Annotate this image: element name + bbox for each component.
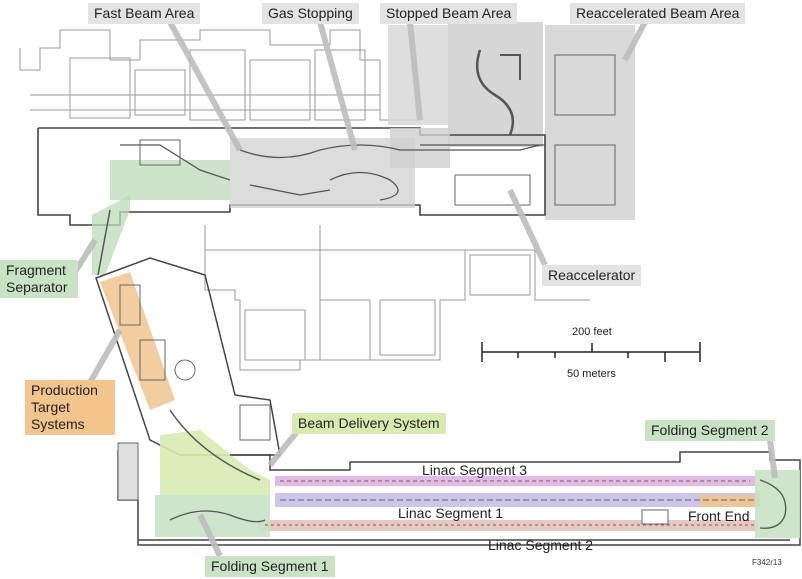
- label-fragment-separator: Fragment Separator: [0, 260, 78, 298]
- label-beam-delivery-system: Beam Delivery System: [292, 413, 446, 434]
- label-production-target-line1: Production: [31, 382, 98, 398]
- label-linac-segment-1: Linac Segment 1: [398, 505, 504, 521]
- scale-meters-label: 50 meters: [567, 368, 616, 380]
- reaccel-zone-a: [448, 22, 543, 147]
- fragment-separator-start: [110, 160, 230, 200]
- scale-bar: [481, 342, 701, 362]
- label-fragment-separator-line1: Fragment: [6, 262, 66, 278]
- gas-stopping-zone: [230, 138, 415, 208]
- label-linac-segment-3: Linac Segment 3: [422, 462, 528, 478]
- figure-id: F342r13: [752, 558, 782, 567]
- folding-segment-1-zone: [155, 495, 270, 537]
- experimental-hall-outline: [19, 29, 420, 121]
- label-folding-segment-1: Folding Segment 1: [205, 556, 335, 577]
- label-reaccelerator: Reaccelerator: [542, 265, 642, 286]
- label-fragment-separator-line2: Separator: [6, 279, 68, 295]
- label-folding-segment-2: Folding Segment 2: [645, 420, 775, 441]
- label-front-end: Front End: [688, 508, 750, 524]
- label-production-target-line3: Systems: [31, 416, 85, 432]
- label-stopped-beam-area: Stopped Beam Area: [380, 3, 518, 24]
- office-block: [204, 225, 590, 371]
- label-fast-beam-area: Fast Beam Area: [88, 3, 201, 24]
- label-production-target-line2: Target: [31, 399, 70, 415]
- label-linac-segment-2: Linac Segment 2: [488, 537, 594, 553]
- label-gas-stopping: Gas Stopping: [262, 3, 359, 24]
- production-target-zone: [100, 272, 175, 410]
- scale-feet-label: 200 feet: [572, 326, 612, 338]
- label-reaccelerated-beam-area: Reaccelerated Beam Area: [570, 3, 746, 24]
- beam-delivery-zone: [160, 430, 270, 495]
- fragment-separator-tunnel: [92, 195, 130, 275]
- label-production-target-systems: Production Target Systems: [25, 380, 115, 435]
- front-end-zone: [700, 495, 755, 507]
- reaccel-beam-zone: [545, 25, 635, 220]
